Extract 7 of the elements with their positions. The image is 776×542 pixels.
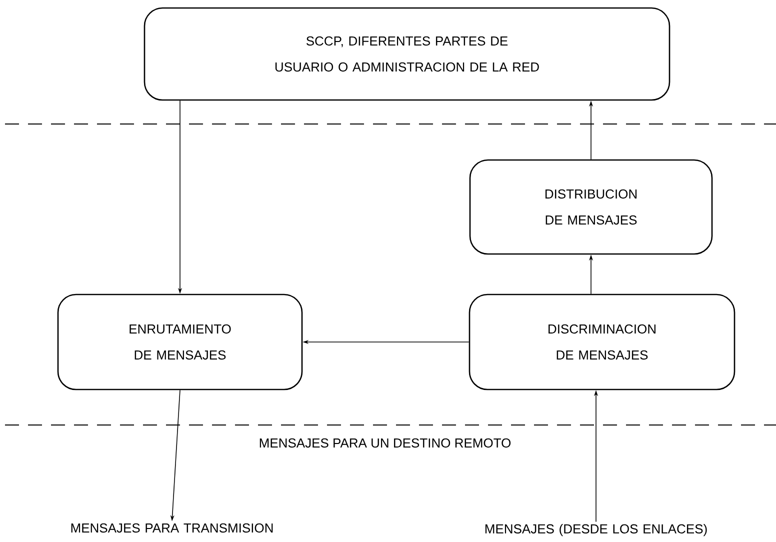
process-box: ENRUTAMIENTO DE MENSAJES xyxy=(57,294,303,390)
text-label: MENSAJES (DESDE LOS ENLACES) xyxy=(485,524,707,536)
process-box: SCCP, DIFERENTES PARTES DE USUARIO O ADMINISTRACION DE LA RED xyxy=(144,7,670,101)
text-label: MENSAJES PARA TRANSMISION xyxy=(71,523,273,533)
process-box: DISCRIMINACION DE MENSAJES xyxy=(468,294,736,390)
region-label: MENSAJES PARA UN DESTINO REMOTO xyxy=(260,438,511,448)
process-box: DISTRIBUCION DE MENSAJES xyxy=(469,159,713,255)
